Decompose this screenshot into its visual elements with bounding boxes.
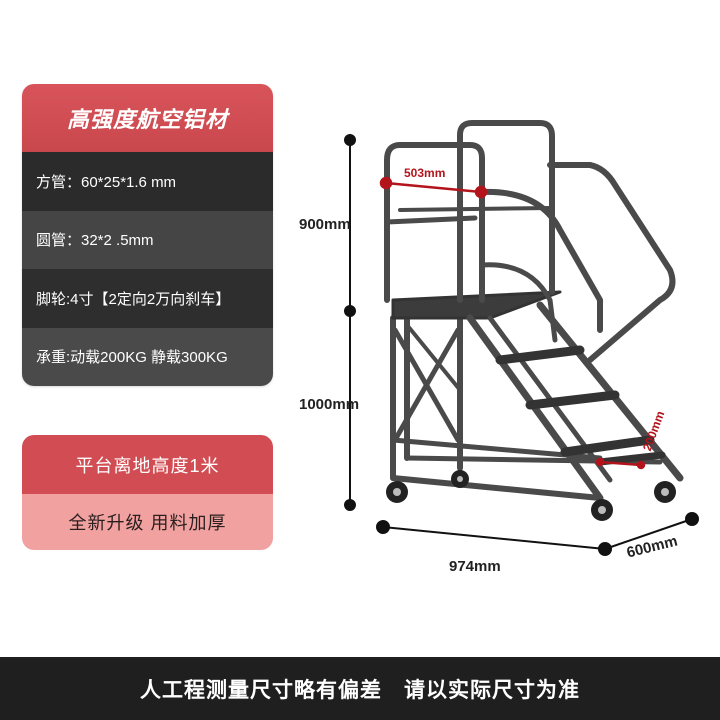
- spec-row-text: 方管：60*25*1.6 mm: [36, 173, 177, 191]
- rail-height-label: 900mm: [299, 216, 351, 233]
- upgrade-text: 全新升级 用料加厚: [68, 513, 227, 533]
- caster-wheels: [386, 470, 676, 521]
- spec-row-text: 脚轮:4寸【2定向2万向刹车】: [36, 290, 231, 308]
- spec-row-round-tube: 圆管：32*2 .5mm: [22, 210, 273, 269]
- platform-height-banner: 平台离地高度1米: [22, 435, 273, 494]
- ladder-illustration: [344, 120, 699, 556]
- spec-title-bar: 高强度航空铝材: [22, 84, 273, 152]
- bottom-dimension: [376, 512, 699, 556]
- spec-row-text: 承重:动载200KG 静载300KG: [36, 349, 228, 367]
- feature-panel: 平台离地高度1米 全新升级 用料加厚: [22, 435, 273, 550]
- spec-row-load: 承重:动载200KG 静载300KG: [22, 327, 273, 386]
- rail-width-label: 503mm: [404, 166, 446, 180]
- footer-text-2: 请以实际尺寸为准: [404, 678, 580, 702]
- vertical-dimension: [344, 134, 356, 511]
- spec-panel: 高强度航空铝材 方管：60*25*1.6 mm 圆管：32*2 .5mm 脚轮:…: [22, 84, 273, 386]
- spec-row-text: 圆管：32*2 .5mm: [36, 232, 154, 250]
- spec-title: 高强度航空铝材: [66, 107, 228, 132]
- footer-notice: 人工程测量尺寸略有偏差 请以实际尺寸为准: [0, 657, 720, 720]
- spec-row-square-tube: 方管：60*25*1.6 mm: [22, 152, 273, 211]
- platform-height-label: 1000mm: [299, 396, 360, 413]
- length-label: 974mm: [449, 558, 501, 575]
- platform-height-text: 平台离地高度1米: [75, 455, 220, 476]
- footer-text-1: 人工程测量尺寸略有偏差: [140, 678, 382, 702]
- upgrade-banner: 全新升级 用料加厚: [22, 494, 273, 550]
- spec-row-casters: 脚轮:4寸【2定向2万向刹车】: [22, 269, 273, 328]
